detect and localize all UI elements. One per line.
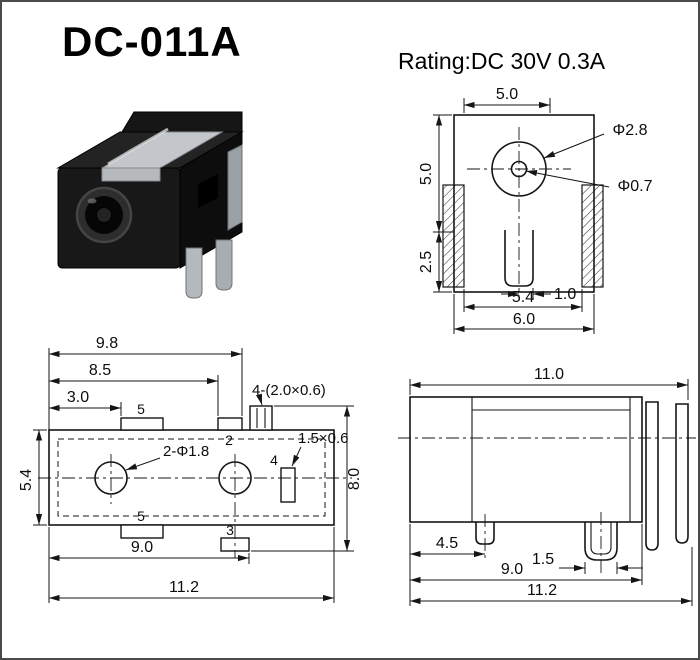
top-label-pad-top-left: 5 — [137, 401, 145, 417]
top-label-pad-bottom-left: 5 — [137, 508, 145, 524]
leader-line — [543, 133, 605, 159]
front-dim-outer-width: 6.0 — [513, 311, 535, 328]
front-view-dimensions: 5.0 5.0 2.5 1.0 5.4 6.0 — [418, 86, 653, 334]
side-view: 11.0 4.5 9.0 1.5 11.2 — [398, 366, 696, 606]
front-dim-inner-width: 5.4 — [512, 289, 534, 306]
top-pad — [120, 417, 164, 431]
part-number-title: DC-011A — [62, 18, 242, 65]
front-label-barrel-diameter: Φ2.8 — [612, 122, 647, 139]
side-dim-total-length: 11.2 — [527, 582, 557, 599]
top-label-pad-top-mid: 2 — [225, 432, 233, 448]
top-view-dimensions: 9.8 8.5 3.0 5 2 4-(2.0×0.6) 2-Φ1.8 1.5×0… — [18, 335, 363, 603]
top-dim-bottom-total: 11.2 — [169, 579, 199, 596]
photo-solder-leg — [215, 239, 233, 291]
photo-glint — [87, 198, 97, 204]
product-photo — [56, 111, 244, 299]
side-dim-pin-first: 4.5 — [436, 535, 458, 552]
leader-line — [125, 457, 161, 471]
top-dim-width-outer: 9.8 — [96, 335, 118, 352]
top-view: 9.8 8.5 3.0 5 2 4-(2.0×0.6) 2-Φ1.8 1.5×0… — [18, 335, 363, 603]
side-flange-pin — [645, 401, 659, 551]
top-dim-bottom-inner: 9.0 — [131, 539, 153, 556]
top-label-pad-bottom-mid: 3 — [226, 522, 234, 538]
side-dim-body-length: 9.0 — [501, 561, 523, 578]
front-dim-pin-offset: 1.0 — [554, 286, 576, 303]
front-view: 5.0 5.0 2.5 1.0 5.4 6.0 — [418, 86, 653, 334]
photo-shield-highlight — [107, 127, 169, 166]
top-note-side-pin: 1.5×0.6 — [298, 430, 348, 447]
front-dim-side-upper: 5.0 — [418, 163, 435, 185]
top-pad — [249, 405, 273, 431]
bottom-pad — [120, 524, 164, 539]
rating-text: Rating:DC 30V 0.3A — [398, 48, 606, 74]
front-bottom-pin — [504, 230, 534, 287]
top-label-pad-side: 4 — [270, 452, 278, 468]
photo-center-pin — [96, 207, 112, 223]
top-dim-width-mid: 8.5 — [89, 362, 111, 379]
top-note-holes: 2-Φ1.8 — [163, 443, 209, 460]
front-dim-top-width: 5.0 — [496, 86, 518, 103]
side-dim-top-width: 11.0 — [534, 366, 564, 383]
photo-shield-front-tab — [101, 167, 161, 182]
front-body-outline — [453, 114, 595, 293]
photo-rear-ridge — [121, 111, 243, 133]
leader-line — [525, 170, 610, 188]
leader-line — [255, 393, 263, 406]
top-dim-width-inner: 3.0 — [67, 389, 89, 406]
side-view-dimensions: 11.0 4.5 9.0 1.5 11.2 — [409, 366, 693, 606]
top-dim-depth-total: 8.0 — [346, 468, 363, 490]
side-body-outline — [409, 396, 643, 523]
top-hidden-outline — [57, 438, 326, 517]
side-pin-pad — [280, 467, 296, 503]
leader-line — [291, 446, 302, 467]
top-note-corner-pads: 4-(2.0×0.6) — [252, 382, 326, 399]
top-dim-depth-body: 5.4 — [18, 469, 35, 491]
side-dim-pin-width: 1.5 — [532, 551, 554, 568]
front-right-flange-pin — [581, 184, 604, 288]
photo-solder-leg — [185, 247, 203, 299]
front-label-pin-diameter: Φ0.7 — [617, 178, 652, 195]
side-flange-pin — [675, 403, 689, 544]
top-body-outline — [48, 429, 335, 526]
front-dim-side-lower: 2.5 — [418, 251, 435, 273]
photo-side-metal-tab — [227, 144, 243, 231]
top-pad — [217, 417, 243, 431]
photo-side-hole — [198, 174, 218, 208]
